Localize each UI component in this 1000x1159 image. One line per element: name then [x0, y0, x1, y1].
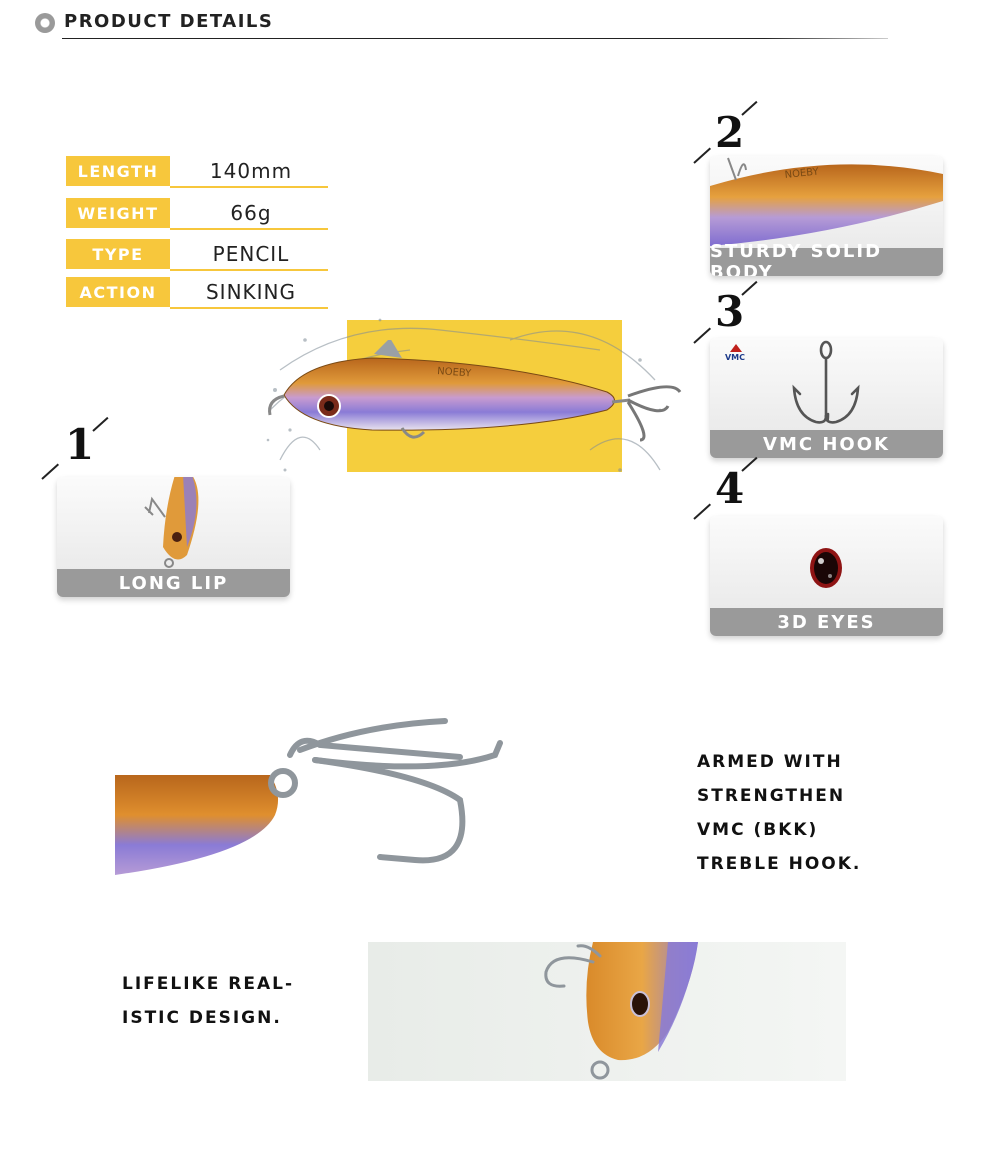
feature-number: 2 [715, 108, 745, 157]
spec-underline [170, 269, 328, 271]
feature-card-3d-eyes: 3D EYES [710, 516, 943, 636]
hook-text-line: ARMED WITH [697, 752, 843, 772]
lure-head-photo [368, 942, 846, 1081]
hook-description: ARMED WITH STRENGTHEN VMC (BKK) TREBLE H… [697, 745, 861, 881]
spec-underline [170, 307, 328, 309]
card-caption: STURDY SOLID BODY [710, 241, 943, 276]
card-caption: LONG LIP [57, 569, 290, 597]
spec-label: LENGTH [66, 156, 170, 186]
hook-text-line: STRENGTHEN [697, 786, 846, 806]
spec-value: SINKING [205, 280, 297, 304]
spec-row-action: ACTION SINKING [66, 277, 328, 309]
feature-card-body: NOEBY STURDY SOLID BODY [710, 156, 943, 276]
spec-value: PENCIL [212, 242, 290, 266]
design-text-line: ISTIC DESIGN. [122, 1008, 282, 1028]
spec-label: ACTION [66, 277, 170, 307]
hook-text-line: VMC (BKK) [697, 820, 819, 840]
page-title: PRODUCT DETAILS [64, 11, 274, 32]
design-description: LIFELIKE REAL- ISTIC DESIGN. [122, 967, 294, 1035]
lure-brand-text: NOEBY [784, 166, 820, 181]
spec-row-weight: WEIGHT 66g [66, 198, 328, 230]
treble-hook-icon [792, 340, 860, 424]
main-lure-image: NOEBY [268, 340, 682, 442]
spec-underline [170, 186, 328, 188]
slash-mark [693, 147, 712, 164]
hook-closeup-image [115, 718, 503, 875]
card-caption: VMC HOOK [710, 430, 943, 458]
lure-head-image [544, 942, 698, 1080]
vmc-logo-text: VMC [724, 353, 746, 362]
slash-mark [92, 416, 109, 432]
feature-number: 1 [65, 420, 95, 469]
card-caption: 3D EYES [710, 608, 943, 636]
spec-underline [170, 228, 328, 230]
slash-mark [693, 503, 712, 520]
design-text-line: LIFELIKE REAL- [122, 974, 294, 994]
spec-row-type: TYPE PENCIL [66, 239, 328, 271]
spec-row-length: LENGTH 140mm [66, 156, 328, 188]
header-divider [62, 38, 888, 39]
spec-value: 140mm [209, 159, 293, 183]
spec-label: WEIGHT [66, 198, 170, 228]
long-lip-image [144, 477, 199, 568]
spec-label: TYPE [66, 239, 170, 269]
solid-body-image: NOEBY [710, 157, 943, 246]
spec-value: 66g [230, 201, 272, 225]
feature-number: 4 [715, 464, 745, 513]
feature-card-long-lip: LONG LIP [57, 477, 290, 597]
vmc-logo-icon: VMC [722, 344, 748, 366]
header-bullet-icon [35, 13, 55, 33]
slash-mark [693, 327, 712, 344]
3d-eye-icon [810, 548, 842, 588]
lure-brand-text: NOEBY [437, 366, 473, 379]
feature-card-vmc-hook: VMC VMC HOOK [710, 338, 943, 458]
feature-number: 3 [715, 287, 745, 336]
hook-text-line: TREBLE HOOK. [697, 854, 862, 874]
